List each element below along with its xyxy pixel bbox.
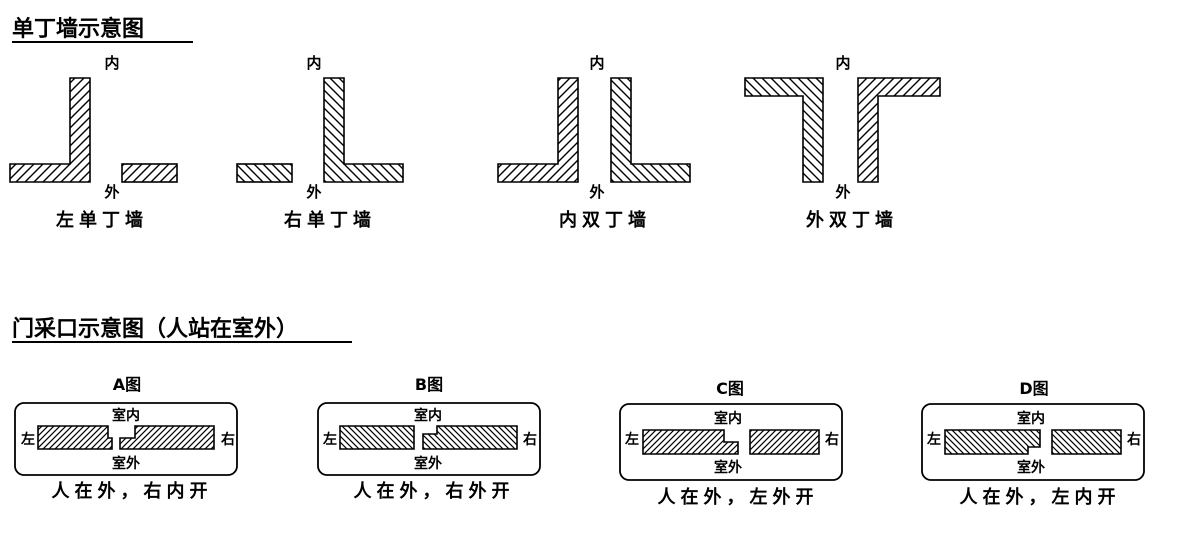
door-diagram-a: A图 室内 左 右 室外 人在外，右内开: [14, 375, 238, 502]
diagram-header: C图: [716, 379, 744, 398]
inside-label: 室内: [1017, 410, 1045, 427]
section1-title: 单丁墙示意图: [12, 16, 144, 42]
door-diagram-b: B图 室内 左 右 室外 人在外，右外开: [317, 375, 541, 502]
left-label: 左: [926, 431, 941, 448]
outside-label: 室外: [112, 455, 140, 472]
wall-segment: [119, 425, 215, 450]
inside-label: 内: [104, 54, 119, 72]
wall-segment: [1051, 429, 1122, 455]
outside-label: 外: [103, 183, 119, 201]
wall-segment: [37, 425, 113, 450]
diagram-header: B图: [415, 375, 443, 394]
wall-segment: [744, 77, 824, 183]
wall-segment: [339, 425, 415, 450]
section-door-diagrams: 门采口示意图（人站在室外） A图 室内 左 右 室外 人在外，右内开 B图 室内…: [12, 316, 1145, 508]
diagram-caption: 人在外，左外开: [658, 486, 819, 508]
right-label: 右: [824, 431, 839, 448]
diagram-caption: 右单丁墙: [284, 209, 376, 231]
wall-segment: [497, 77, 579, 183]
diagram-header: A图: [113, 375, 141, 394]
inside-label: 室内: [112, 407, 140, 424]
left-label: 左: [624, 431, 639, 448]
wall-segment: [121, 163, 178, 183]
diagram-caption: 内双丁墙: [559, 209, 651, 231]
diagram-frame: [317, 402, 541, 476]
diagram-caption: 外双丁墙: [806, 209, 898, 231]
wall-segment: [642, 429, 739, 455]
door-diagram-d: D图 室内 左 右 室外 人在外，左内开: [921, 379, 1145, 508]
wall-segment: [610, 77, 691, 183]
outside-label: 外: [588, 183, 604, 201]
wall-diagram-inner-double: 内 外 内双丁墙: [497, 54, 691, 231]
left-label: 左: [322, 431, 337, 448]
diagram-caption: 左单丁墙: [56, 209, 148, 231]
diagram-frame: [921, 403, 1145, 481]
right-label: 右: [220, 431, 235, 448]
section-wall-diagrams: 单丁墙示意图 内 外 左单丁墙 内 外 右单丁墙 内 外 内双丁墙: [9, 16, 941, 231]
wall-diagram-left-single: 内 外 左单丁墙: [9, 54, 178, 231]
diagram-caption: 人在外，右内开: [52, 480, 213, 502]
inside-label: 内: [589, 54, 604, 72]
wall-segment: [857, 77, 941, 183]
outside-label: 室外: [714, 459, 742, 476]
right-label: 右: [522, 431, 537, 448]
wall-segment: [422, 425, 518, 450]
diagram-frame: [14, 402, 238, 476]
outside-label: 外: [305, 183, 321, 201]
diagram-header: D图: [1019, 379, 1048, 398]
section2-title: 门采口示意图（人站在室外）: [12, 316, 298, 342]
wall-diagram-outer-double: 内 外 外双丁墙: [744, 54, 941, 231]
wall-segment: [944, 429, 1041, 455]
wall-segment: [9, 77, 91, 183]
inside-label: 内: [835, 54, 850, 72]
right-label: 右: [1126, 431, 1141, 448]
outside-label: 室外: [1017, 459, 1045, 476]
outside-label: 外: [834, 183, 850, 201]
diagram-caption: 人在外，左内开: [960, 486, 1121, 508]
wall-segment: [236, 163, 293, 183]
wall-diagram-right-single: 内 外 右单丁墙: [236, 54, 404, 231]
door-diagram-c: C图 室内 左 右 室外 人在外，左外开: [619, 379, 843, 508]
inside-label: 内: [306, 54, 321, 72]
inside-label: 室内: [714, 410, 742, 427]
inside-label: 室内: [414, 407, 442, 424]
left-label: 左: [20, 431, 35, 448]
wall-segment: [323, 77, 404, 183]
diagram-caption: 人在外，右外开: [354, 480, 515, 502]
diagram-frame: [619, 403, 843, 481]
wall-segment: [749, 429, 820, 455]
outside-label: 室外: [414, 455, 442, 472]
